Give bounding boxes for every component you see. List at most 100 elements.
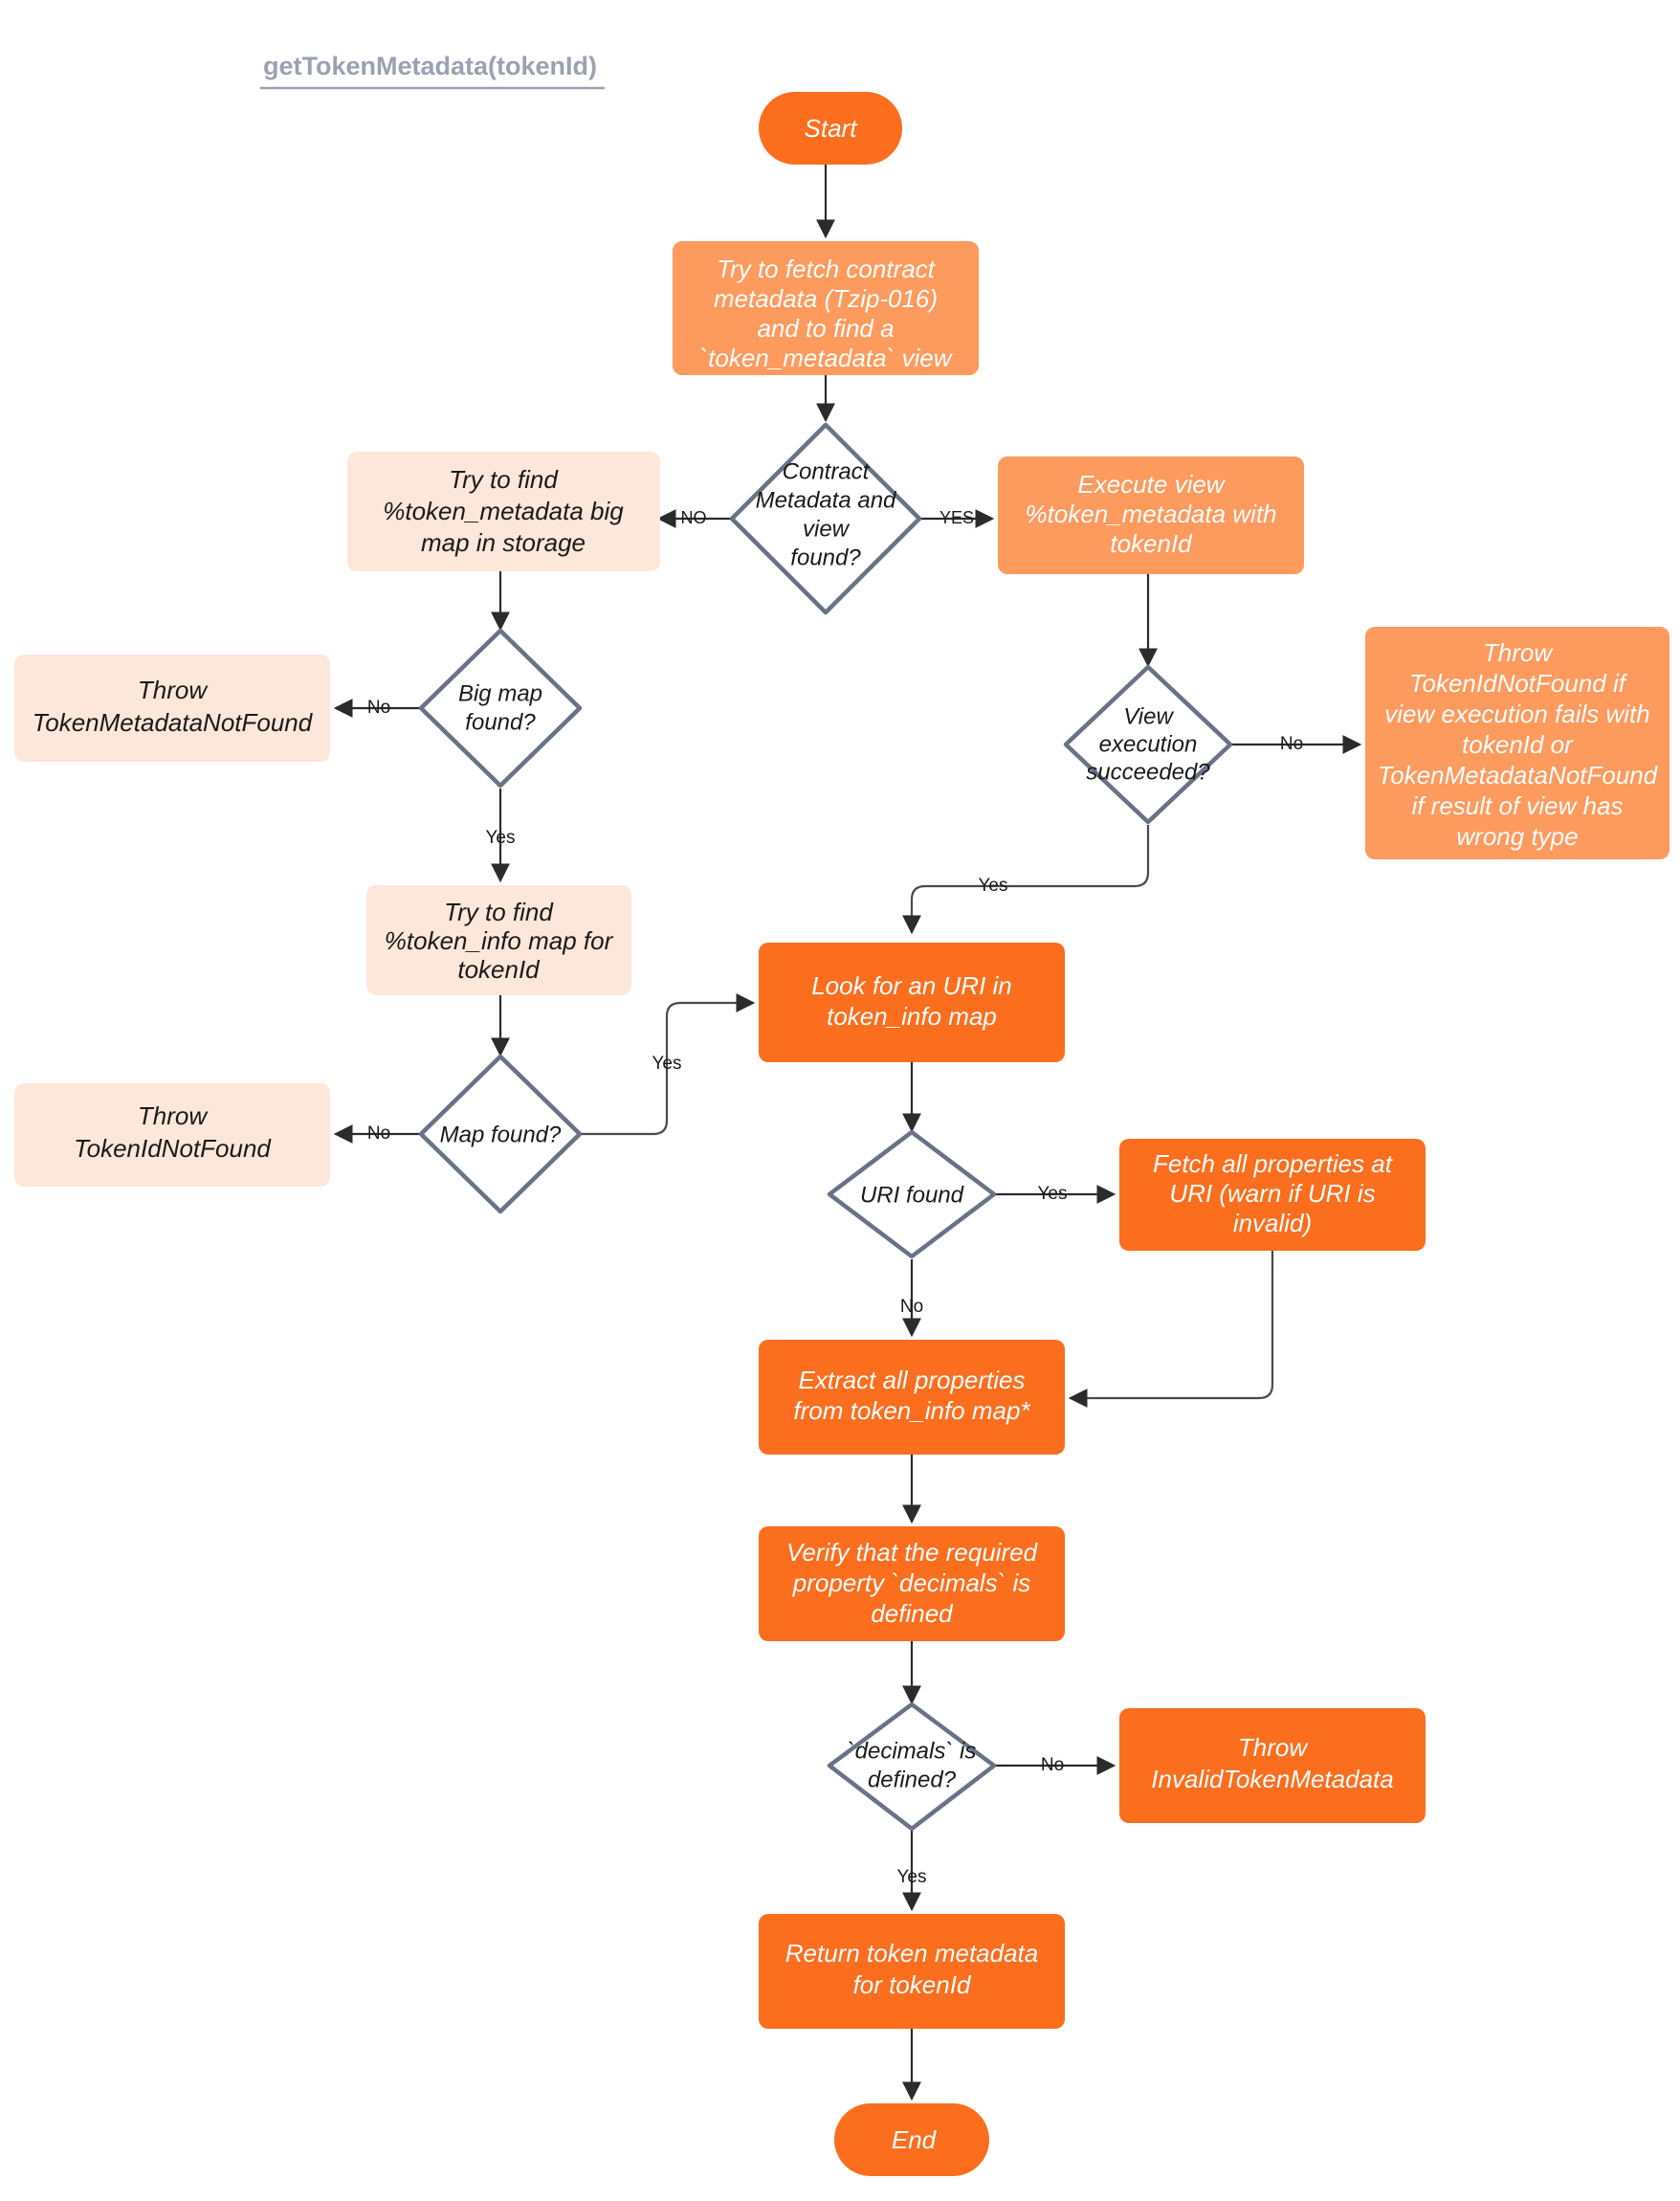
decision-view-execution-shape	[1063, 664, 1233, 825]
end-label: End	[892, 2125, 938, 2154]
edge-label-contract-yes: YES	[939, 508, 974, 527]
edge-label-mapfound-no: No	[367, 1123, 390, 1144]
find-token-info-line-1: Try to find	[444, 898, 554, 926]
throw-token-metadata-not-found-shape	[14, 655, 330, 762]
throw-view-failure-line-5: TokenMetadataNotFound	[1378, 761, 1659, 789]
node-decision-decimals[interactable]: `decimals` is defined?	[827, 1701, 997, 1832]
look-for-uri-line-1: Look for an URI in	[811, 971, 1012, 1000]
throw-token-metadata-not-found-line-1: Throw	[138, 676, 209, 704]
node-throw-token-id-not-found[interactable]: Throw TokenIdNotFound	[14, 1083, 330, 1187]
verify-decimals-shape	[759, 1526, 1065, 1641]
node-fetch-contract-metadata[interactable]: Try to fetch contract metadata (Tzip-016…	[673, 241, 979, 375]
node-look-for-uri[interactable]: Look for an URI in token_info map	[759, 943, 1065, 1062]
decision-contract-metadata-line-3: view	[803, 516, 851, 542]
node-throw-invalid-token-metadata[interactable]: Throw InvalidTokenMetadata	[1119, 1708, 1426, 1823]
edges	[333, 165, 1362, 2101]
edge-label-bigmap-no: No	[367, 698, 390, 718]
edge-view-yes	[902, 825, 1150, 935]
find-token-info-line-3: tokenId	[457, 955, 541, 984]
decision-big-map-shape	[418, 628, 583, 789]
node-extract-properties[interactable]: Extract all properties from token_info m…	[759, 1340, 1065, 1455]
decision-uri-found-shape	[827, 1129, 997, 1259]
verify-decimals-line-3: defined	[871, 1599, 954, 1628]
node-decision-map-found[interactable]: Map found?	[418, 1054, 583, 1214]
start-shape	[759, 92, 902, 165]
node-end[interactable]: End	[834, 2103, 989, 2176]
decision-contract-metadata-shape	[729, 422, 922, 615]
throw-view-failure-line-7: wrong type	[1456, 822, 1578, 851]
execute-view-shape	[998, 456, 1304, 574]
node-return-metadata[interactable]: Return token metadata for tokenId	[759, 1914, 1065, 2029]
find-big-map-line-2: %token_metadata big	[383, 497, 624, 525]
find-token-info-shape	[366, 885, 631, 995]
node-throw-token-metadata-not-found[interactable]: Throw TokenMetadataNotFound	[14, 655, 330, 762]
look-for-uri-line-2: token_info map	[827, 1002, 997, 1031]
decision-contract-metadata-line-1: Contract	[783, 458, 871, 484]
node-start[interactable]: Start	[759, 92, 902, 165]
node-decision-big-map[interactable]: Big map found?	[418, 628, 583, 789]
edge-label-urifound-yes: Yes	[1038, 1184, 1068, 1204]
throw-token-id-not-found-line-2: TokenIdNotFound	[74, 1134, 272, 1163]
edge-label-decimals-no: No	[1041, 1755, 1064, 1775]
node-decision-contract-metadata[interactable]: Contract Metadata and view found?	[729, 422, 922, 615]
node-throw-view-failure[interactable]: Throw TokenIdNotFound if view execution …	[1365, 627, 1669, 859]
node-decision-uri-found[interactable]: URI found	[827, 1129, 997, 1259]
edge-label-contract-no: NO	[681, 508, 707, 527]
find-big-map-line-1: Try to find	[449, 465, 559, 494]
fetch-contract-metadata-line-1: Try to fetch contract	[717, 255, 937, 283]
extract-properties-line-2: from token_info map*	[793, 1396, 1030, 1425]
execute-view-line-2: %token_metadata with	[1025, 500, 1276, 528]
node-find-big-map[interactable]: Try to find %token_metadata big map in s…	[347, 452, 660, 571]
edge-mapfound-yes	[582, 993, 756, 1136]
node-execute-view[interactable]: Execute view %token_metadata with tokenI…	[998, 456, 1304, 574]
edge-label-view-no: No	[1280, 734, 1303, 754]
decision-map-found-shape	[418, 1054, 583, 1214]
throw-invalid-token-metadata-line-2: InvalidTokenMetadata	[1151, 1765, 1393, 1793]
node-verify-decimals[interactable]: Verify that the required property `decim…	[759, 1526, 1065, 1641]
execute-view-line-1: Execute view	[1077, 470, 1226, 499]
start-label: Start	[805, 114, 859, 143]
find-big-map-line-3: map in storage	[421, 528, 586, 557]
decision-view-execution-line-3: succeeded?	[1086, 759, 1210, 785]
throw-invalid-token-metadata-line-1: Throw	[1238, 1733, 1309, 1762]
edge-label-mapfound-yes: Yes	[652, 1054, 682, 1074]
decision-decimals-shape	[827, 1701, 997, 1832]
decision-uri-found-line-1: URI found	[860, 1182, 964, 1208]
fetch-properties-at-uri-line-2: URI (warn if URI is	[1169, 1179, 1375, 1208]
edge-fetchprops-to-extract	[1068, 1251, 1274, 1408]
decision-view-execution-line-2: execution	[1099, 731, 1198, 757]
decision-map-found-line-1: Map found?	[440, 1122, 562, 1147]
verify-decimals-line-1: Verify that the required	[786, 1538, 1039, 1567]
decision-decimals-line-1: `decimals` is	[848, 1738, 977, 1764]
node-find-token-info[interactable]: Try to find %token_info map for tokenId	[366, 885, 631, 995]
throw-token-metadata-not-found-line-2: TokenMetadataNotFound	[33, 708, 314, 737]
decision-contract-metadata-line-4: found?	[790, 545, 861, 570]
verify-decimals-line-2: property `decimals` is	[792, 1568, 1031, 1597]
throw-view-failure-shape	[1365, 627, 1669, 859]
throw-view-failure-line-1: Throw	[1483, 638, 1554, 667]
edge-label-view-yes: Yes	[979, 876, 1008, 896]
edge-label-bigmap-yes: Yes	[486, 828, 516, 848]
execute-view-line-3: tokenId	[1110, 529, 1193, 558]
find-big-map-shape	[347, 452, 660, 571]
extract-properties-line-1: Extract all properties	[799, 1366, 1026, 1394]
fetch-contract-metadata-line-3: and to find a	[757, 314, 894, 343]
return-metadata-shape	[759, 1914, 1065, 2029]
fetch-contract-metadata-line-2: metadata (Tzip-016)	[714, 284, 938, 313]
end-shape	[834, 2103, 989, 2176]
page-title: getTokenMetadata(tokenId)	[263, 52, 597, 80]
fetch-contract-metadata-shape	[673, 241, 979, 375]
throw-invalid-token-metadata-shape	[1119, 1708, 1426, 1823]
decision-big-map-line-2: found?	[465, 709, 536, 735]
node-fetch-properties-at-uri[interactable]: Fetch all properties at URI (warn if URI…	[1119, 1139, 1426, 1251]
find-token-info-line-2: %token_info map for	[385, 926, 614, 955]
decision-view-execution-line-1: View	[1123, 703, 1174, 729]
extract-properties-shape	[759, 1340, 1065, 1455]
fetch-contract-metadata-line-4: `token_metadata` view	[699, 344, 953, 372]
fetch-properties-at-uri-line-3: invalid)	[1233, 1209, 1312, 1237]
decision-big-map-line-1: Big map	[458, 680, 542, 706]
decision-contract-metadata-line-2: Metadata and	[756, 487, 896, 513]
look-for-uri-shape	[759, 943, 1065, 1062]
node-decision-view-execution[interactable]: View execution succeeded?	[1063, 664, 1233, 825]
